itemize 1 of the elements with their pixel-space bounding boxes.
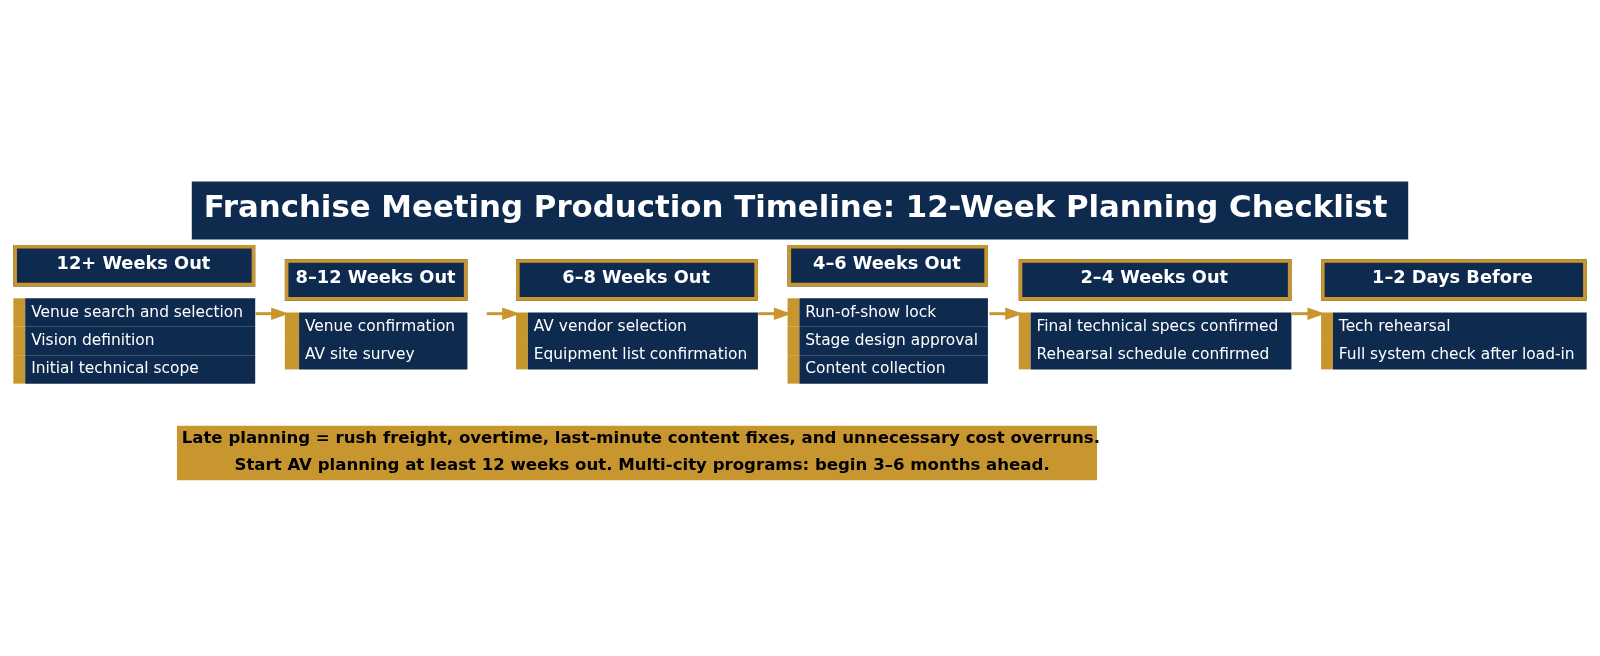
diagram-title: Franchise Meeting Production Timeline: 12-Week Planning Checklist	[203, 187, 1388, 224]
